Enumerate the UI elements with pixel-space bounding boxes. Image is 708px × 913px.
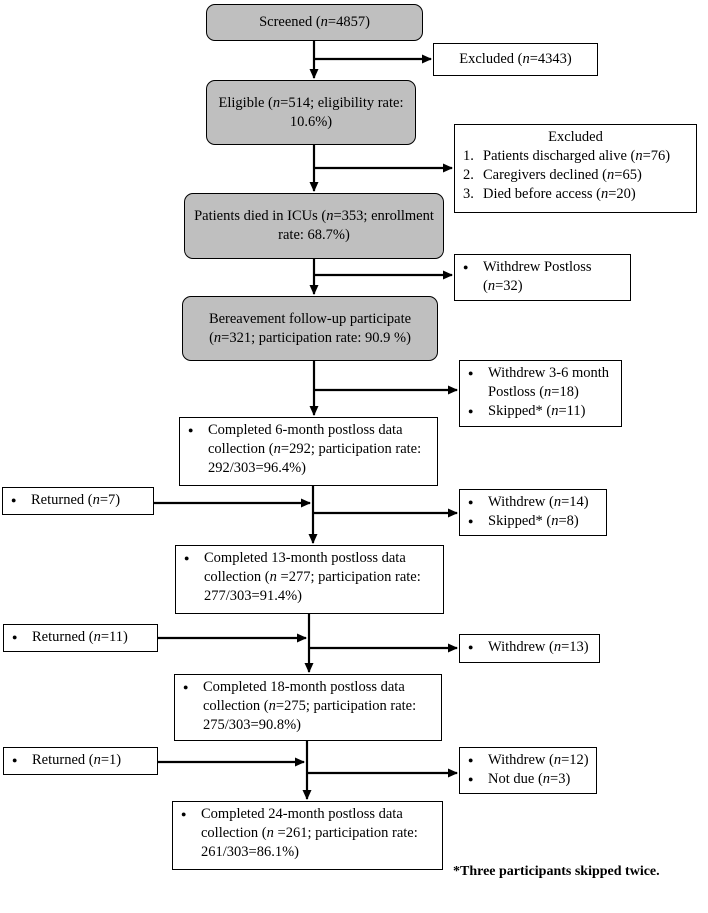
excluded-2-item: 1.Patients discharged alive (n=76) — [463, 148, 671, 164]
eligible-label: Eligible (n=514; eligibility rate: 10.6%… — [218, 94, 404, 130]
withdrew-postloss-item: Withdrew Postloss (n=32) — [461, 258, 624, 296]
screened-label: Screened (n=4857) — [259, 14, 370, 30]
completed-13-item: Completed 13-month postloss data collect… — [182, 549, 437, 606]
withdrew-13-item: Withdrew (n=14) — [466, 493, 600, 512]
excluded-1-label: Excluded (n=4343) — [459, 51, 572, 67]
bereavement-box: Bereavement follow-up participate (n=321… — [182, 296, 438, 361]
eligible-box: Eligible (n=514; eligibility rate: 10.6%… — [206, 80, 416, 145]
withdrew-3-6-box: Withdrew 3-6 month Postloss (n=18) Skipp… — [459, 360, 622, 427]
excluded-box-2: Excluded 1.Patients discharged alive (n=… — [454, 124, 697, 213]
completed-18-box: Completed 18-month postloss data collect… — [174, 674, 442, 741]
screened-box: Screened (n=4857) — [206, 4, 423, 41]
returned-box-2: Returned (n=11) — [3, 624, 158, 652]
excluded-2-title: Excluded — [548, 129, 603, 145]
withdrew-24-box: Withdrew (n=12) Not due (n=3) — [459, 747, 597, 794]
withdrew-18-box: Withdrew (n=13) — [459, 634, 600, 663]
completed-13-box: Completed 13-month postloss data collect… — [175, 545, 444, 614]
returned-box-3: Returned (n=1) — [3, 747, 158, 775]
completed-6-item: Completed 6-month postloss data collecti… — [186, 421, 431, 478]
not-due-item: Not due (n=3) — [466, 770, 590, 789]
skipped-item: Skipped* (n=11) — [466, 402, 615, 421]
completed-6-box: Completed 6-month postloss data collecti… — [179, 417, 438, 486]
returned-1-item: Returned (n=7) — [9, 491, 147, 510]
excluded-2-item: 2.Caregivers declined (n=65) — [463, 167, 642, 183]
returned-box-1: Returned (n=7) — [2, 487, 154, 515]
completed-18-item: Completed 18-month postloss data collect… — [181, 678, 435, 735]
withdrew-3-6-item: Withdrew 3-6 month Postloss (n=18) — [466, 364, 615, 402]
withdrew-13-box: Withdrew (n=14) Skipped* (n=8) — [459, 489, 607, 536]
completed-24-box: Completed 24-month postloss data collect… — [172, 801, 443, 870]
excluded-2-list: 1.Patients discharged alive (n=76) 2.Car… — [461, 147, 690, 204]
died-label: Patients died in ICUs (n=353; enrollment… — [194, 208, 434, 243]
excluded-2-item: 3.Died before access (n=20) — [463, 186, 636, 202]
bereavement-label: Bereavement follow-up participate (n=321… — [208, 310, 412, 346]
completed-24-item: Completed 24-month postloss data collect… — [179, 805, 436, 862]
withdrew-24-item: Withdrew (n=12) — [466, 751, 590, 770]
returned-2-item: Returned (n=11) — [10, 628, 151, 647]
skipped-13-item: Skipped* (n=8) — [466, 512, 600, 531]
excluded-box-1: Excluded (n=4343) — [433, 43, 598, 76]
withdrew-18-item: Withdrew (n=13) — [466, 638, 593, 657]
withdrew-postloss-box: Withdrew Postloss (n=32) — [454, 254, 631, 301]
returned-3-item: Returned (n=1) — [10, 751, 151, 770]
footnote: *Three participants skipped twice. — [453, 864, 660, 879]
died-box: Patients died in ICUs (n=353; enrollment… — [184, 193, 444, 259]
